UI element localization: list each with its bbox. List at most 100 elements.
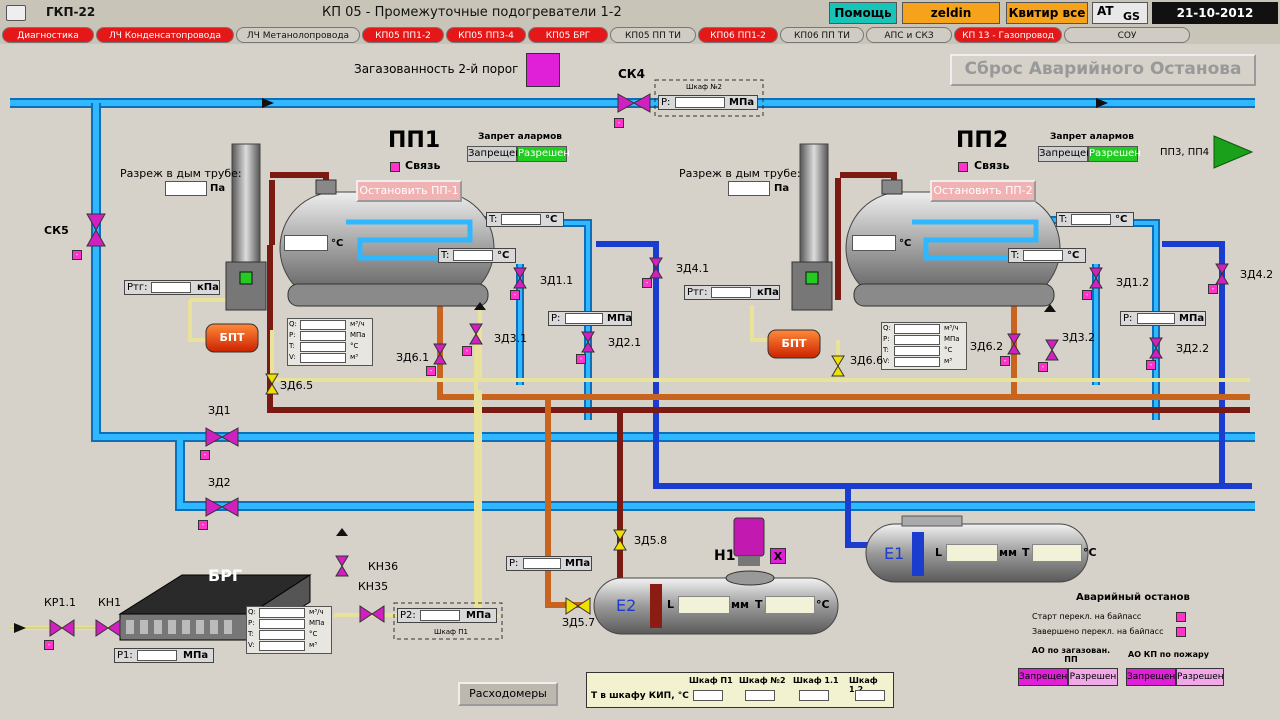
pp1-p-label: P: <box>289 331 296 339</box>
pp1-q-label: Q: <box>289 320 297 328</box>
zd1-status[interactable]: - <box>200 450 210 460</box>
pp2-t1-unit: °C <box>1115 214 1128 225</box>
emergency-reset-button[interactable]: Сброс Аварийного Останова <box>950 54 1256 86</box>
e1-name: Е1 <box>884 544 905 563</box>
pp1-shell-temp <box>284 235 328 251</box>
pp2-link-indicator <box>958 162 968 172</box>
ack-all-button[interactable]: Квитир все <box>1006 2 1088 24</box>
ao-fire-allow-button[interactable]: Разрешен <box>1176 668 1224 686</box>
tab-methanol[interactable]: ЛЧ Метанолопровода <box>236 27 360 43</box>
zd61-status[interactable]: - <box>426 366 436 376</box>
zd1-label: ЗД1 <box>208 404 231 417</box>
brg-t-label: T: <box>248 630 254 638</box>
zd21-status[interactable]: - <box>576 354 586 364</box>
pp1-q-unit: м³/ч <box>350 320 365 328</box>
p21-value <box>565 313 603 324</box>
pp1-t1-unit: °C <box>545 214 558 225</box>
h1-x-button[interactable]: X <box>770 548 786 564</box>
zd41-label: ЗД4.1 <box>676 262 710 275</box>
zd65-label: ЗД6.5 <box>280 379 314 392</box>
tab-kp05-pp34[interactable]: КП05 ПП3-4 <box>446 27 526 43</box>
pp1-v-unit: м³ <box>350 353 359 361</box>
zd2-status[interactable]: - <box>198 520 208 530</box>
pp2-prtg-unit: кПа <box>757 287 779 298</box>
printer-icon[interactable] <box>6 5 26 21</box>
pp1-t2-value <box>453 250 493 261</box>
kip-col-3: Шкаф 1.1 <box>793 676 839 685</box>
brg-p2-value <box>420 610 460 621</box>
pp2-q-label: Q: <box>883 324 891 332</box>
pp2-alarm-ban-button[interactable]: Запрещен <box>1038 146 1093 162</box>
emergency-panel: Аварийный останов Старт перекл. на байпа… <box>1012 588 1226 692</box>
p22-unit: МПа <box>1179 313 1205 324</box>
kip-col-2: Шкаф №2 <box>739 676 786 685</box>
pp1-t1-value <box>501 214 541 225</box>
tab-diagnostics[interactable]: Диагностика <box>2 27 94 43</box>
e1-mm: мм <box>999 546 1017 559</box>
ao-gas-allow-button[interactable]: Разрешен <box>1068 668 1118 686</box>
kp11-status[interactable]: - <box>44 640 54 650</box>
pp2-draft-unit: Па <box>774 183 790 194</box>
sk4-status[interactable]: - <box>614 118 624 128</box>
zd32-status[interactable]: - <box>1038 362 1048 372</box>
pp2-t2-field: T: °C <box>1008 248 1086 263</box>
stop-pp2-button[interactable]: Остановить ПП-2 <box>930 180 1036 202</box>
tab-sou[interactable]: СОУ <box>1064 27 1190 43</box>
zd58-label: ЗД5.8 <box>634 534 668 547</box>
tab-kp05-pp12[interactable]: КП05 ПП1-2 <box>362 27 444 43</box>
sk4-unit: МПа <box>729 97 755 108</box>
tab-kp06-ppti[interactable]: КП06 ПП ТИ <box>780 27 864 43</box>
tab-kp06-pp12[interactable]: КП06 ПП1-2 <box>698 27 778 43</box>
zd31-label: ЗД3.1 <box>494 332 528 345</box>
user-button[interactable]: zeldin <box>902 2 1000 24</box>
pp1-p-unit: МПа <box>350 331 366 339</box>
pp2-v-label: V: <box>883 357 890 365</box>
pp1-t2-unit: °C <box>497 250 510 261</box>
e1-l-label: L <box>935 546 943 559</box>
pp1-prtg-label: Pтг: <box>127 282 148 293</box>
help-button[interactable]: Помощь <box>829 2 897 24</box>
e1-level-value <box>946 544 998 562</box>
sk5-status[interactable]: - <box>72 250 82 260</box>
ao-gas-ban-button[interactable]: Запрещен <box>1018 668 1068 686</box>
tab-condensate[interactable]: ЛЧ Конденсатопровода <box>96 27 234 43</box>
ao-fire-ban-button[interactable]: Запрещен <box>1126 668 1176 686</box>
emergency-title: Аварийный останов <box>1076 592 1190 603</box>
brg-p1-field: P1: МПа <box>114 648 214 663</box>
tab-kp13[interactable]: КП 13 - Газопровод <box>954 27 1062 43</box>
zd62-status[interactable]: - <box>1000 356 1010 366</box>
pp2-alarm-allow-button[interactable]: Разрешен <box>1088 146 1141 162</box>
tab-kp05-brg[interactable]: КП05 БРГ <box>528 27 608 43</box>
stop-pp1-button[interactable]: Остановить ПП-1 <box>356 180 462 202</box>
p-e2-label: P: <box>509 558 519 569</box>
flowmeters-button[interactable]: Расходомеры <box>458 682 558 706</box>
pp1-t1-label: T: <box>489 214 498 225</box>
tab-aps-skz[interactable]: АПС и СКЗ <box>866 27 952 43</box>
sk4-p-value <box>675 97 725 108</box>
zd21-label: ЗД2.1 <box>608 336 642 349</box>
zd11-status[interactable]: - <box>510 290 520 300</box>
pp2-v-value <box>894 357 940 367</box>
pp1-alarm-ban-button[interactable]: Запрещен <box>467 146 522 162</box>
zd12-status[interactable]: - <box>1082 290 1092 300</box>
nav-tabs: Диагностика ЛЧ Конденсатопровода ЛЧ Мета… <box>0 26 1280 44</box>
pp34-label[interactable]: ПП3, ПП4 <box>1160 147 1210 158</box>
gs-label: GS <box>1123 10 1140 23</box>
start-bypass-label: Старт перекл. на байпасс <box>1032 612 1142 621</box>
brg-p2-label: P2: <box>400 610 416 621</box>
at-gs-indicator[interactable]: AT GS <box>1092 2 1148 24</box>
brg-p-label: P: <box>248 619 255 627</box>
pp1-alarm-allow-button[interactable]: Разрешен <box>517 146 570 162</box>
zd32-label: ЗД3.2 <box>1062 331 1096 344</box>
brg-v-value <box>259 641 305 651</box>
tab-kp05-ppti[interactable]: КП05 ПП ТИ <box>610 27 696 43</box>
pp2-v-unit: м³ <box>944 357 953 365</box>
zd31-status[interactable]: - <box>462 346 472 356</box>
zd41-status[interactable]: - <box>642 278 652 288</box>
zd22-status[interactable]: - <box>1146 360 1156 370</box>
e2-name: Е2 <box>616 596 637 615</box>
zd42-status[interactable]: - <box>1208 284 1218 294</box>
brg-p2-unit: МПа <box>466 610 492 621</box>
kip-val-1 <box>693 690 723 701</box>
h1-name: Н1 <box>714 548 736 564</box>
